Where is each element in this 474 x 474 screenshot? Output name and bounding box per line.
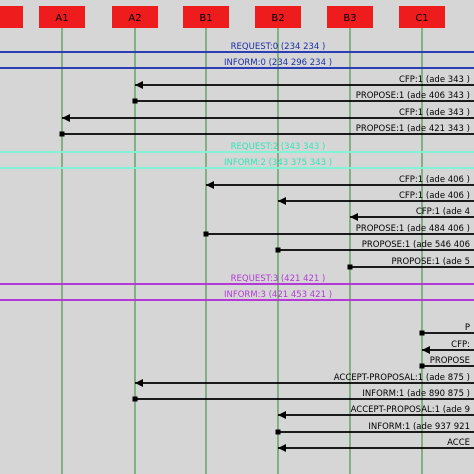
- message-label: PROPOSE:1 (ade 406 343 ): [356, 91, 470, 101]
- band-label: REQUEST:0 (234 234 ): [231, 42, 326, 52]
- arrow-head: [278, 444, 286, 452]
- agent-label: C1: [415, 13, 428, 24]
- message-arrow: PROPOSE: [419, 356, 474, 369]
- agent-label: A2: [128, 13, 141, 24]
- message-label: PROPOSE:1 (ade 484 406 ): [356, 224, 470, 234]
- arrow-source-marker: [59, 131, 65, 137]
- message-arrow: PROPOSE:1 (ade 5: [347, 257, 474, 270]
- message-arrow: ACCE: [278, 438, 474, 452]
- agent-box-fill: [0, 6, 23, 28]
- message-arrow: P: [419, 323, 474, 336]
- agent-box-b3: B3: [327, 6, 373, 28]
- message-label: CFP:1 (ade 343 ): [399, 108, 470, 118]
- message-label: PROPOSE: [430, 356, 470, 366]
- message-arrow: PROPOSE:1 (ade 421 343 ): [59, 124, 474, 137]
- arrow-source-marker: [275, 247, 281, 253]
- message-arrow: INFORM:1 (ade 890 875 ): [132, 389, 474, 402]
- agent-box-fill: [327, 6, 373, 28]
- arrow-source-marker: [419, 330, 425, 336]
- message-arrow: PROPOSE:1 (ade 546 406: [275, 240, 474, 253]
- band-label: INFORM:0 (234 296 234 ): [224, 58, 332, 68]
- band-label: INFORM:3 (421 453 421 ): [224, 290, 332, 300]
- band-label: REQUEST:2 (343 343 ): [231, 142, 326, 152]
- arrow-head: [278, 197, 286, 205]
- message-label: CFP:1 (ade 406 ): [399, 191, 470, 201]
- agent-box-left: [0, 6, 23, 28]
- message-label: ACCE: [447, 438, 470, 448]
- message-arrow: ACCEPT-PROPOSAL:1 (ade 875 ): [135, 373, 474, 387]
- band-purple: REQUEST:3 (421 421 ): [0, 274, 474, 285]
- arrow-source-marker: [132, 98, 138, 104]
- agent-box-fill: [255, 6, 301, 28]
- arrow-source-marker: [347, 264, 353, 270]
- arrow-source-marker: [419, 363, 425, 369]
- arrow-source-marker: [132, 396, 138, 402]
- message-label: INFORM:1 (ade 890 875 ): [362, 389, 470, 399]
- band-cyan: INFORM:2 (343 375 343 ): [0, 158, 474, 169]
- band-label: REQUEST:3 (421 421 ): [231, 274, 326, 284]
- message-arrows: CFP:1 (ade 343 ) PROPOSE:1 (ade 406 343 )…: [59, 75, 474, 452]
- arrow-head: [350, 213, 358, 221]
- message-arrow: PROPOSE:1 (ade 484 406 ): [203, 224, 474, 237]
- arrow-head: [135, 379, 143, 387]
- agent-label: A1: [55, 13, 68, 24]
- agent-box-b2: B2: [255, 6, 301, 28]
- broadcast-bands: REQUEST:0 (234 234 ) INFORM:0 (234 296 23…: [0, 42, 474, 301]
- message-label: ACCEPT-PROPOSAL:1 (ade 875 ): [334, 373, 470, 383]
- agent-label: B2: [271, 13, 284, 24]
- agent-box-a1: A1: [39, 6, 85, 28]
- message-arrow: CFP:1 (ade 343 ): [135, 75, 474, 89]
- arrow-head: [206, 181, 214, 189]
- agent-box-a2: A2: [112, 6, 158, 28]
- band-purple: INFORM:3 (421 453 421 ): [0, 290, 474, 301]
- message-arrow: INFORM:1 (ade 937 921: [275, 422, 474, 435]
- message-arrow: PROPOSE:1 (ade 406 343 ): [132, 91, 474, 104]
- message-label: CFP:1 (ade 406 ): [399, 175, 470, 185]
- agent-box-b1: B1: [183, 6, 229, 28]
- band-blue: INFORM:0 (234 296 234 ): [0, 58, 474, 69]
- agent-box-fill: [112, 6, 158, 28]
- band-blue: REQUEST:0 (234 234 ): [0, 42, 474, 53]
- message-label: CFP:: [451, 340, 470, 350]
- agent-box-c1: C1: [399, 6, 445, 28]
- message-arrow: CFP:1 (ade 343 ): [62, 108, 474, 122]
- message-arrow: CFP:1 (ade 406 ): [278, 191, 474, 205]
- arrow-head: [62, 114, 70, 122]
- message-arrow: CFP:: [422, 340, 474, 354]
- message-arrow: CFP:1 (ade 406 ): [206, 175, 474, 189]
- band-label: INFORM:2 (343 375 343 ): [224, 158, 332, 168]
- band-cyan: REQUEST:2 (343 343 ): [0, 142, 474, 153]
- arrow-head: [278, 411, 286, 419]
- agent-box-fill: [183, 6, 229, 28]
- message-label: INFORM:1 (ade 937 921: [368, 422, 470, 432]
- message-label: P: [465, 323, 470, 333]
- agent-box-fill: [39, 6, 85, 28]
- message-label: PROPOSE:1 (ade 421 343 ): [356, 124, 470, 134]
- arrow-head: [422, 346, 430, 354]
- message-label: CFP:1 (ade 4: [416, 207, 470, 217]
- message-label: PROPOSE:1 (ade 546 406: [362, 240, 470, 250]
- agent-box-fill: [399, 6, 445, 28]
- message-label: PROPOSE:1 (ade 5: [391, 257, 470, 267]
- message-label: ACCEPT-PROPOSAL:1 (ade 9: [351, 405, 470, 415]
- arrow-head: [135, 81, 143, 89]
- message-arrow: ACCEPT-PROPOSAL:1 (ade 9: [278, 405, 474, 419]
- message-label: CFP:1 (ade 343 ): [399, 75, 470, 85]
- agent-label: B3: [343, 13, 356, 24]
- message-arrow: CFP:1 (ade 4: [350, 207, 474, 221]
- agent-label: B1: [199, 13, 212, 24]
- arrow-source-marker: [203, 231, 209, 237]
- arrow-source-marker: [275, 429, 281, 435]
- agent-header-row: A1 A2 B1 B2 B3 C1: [0, 6, 445, 28]
